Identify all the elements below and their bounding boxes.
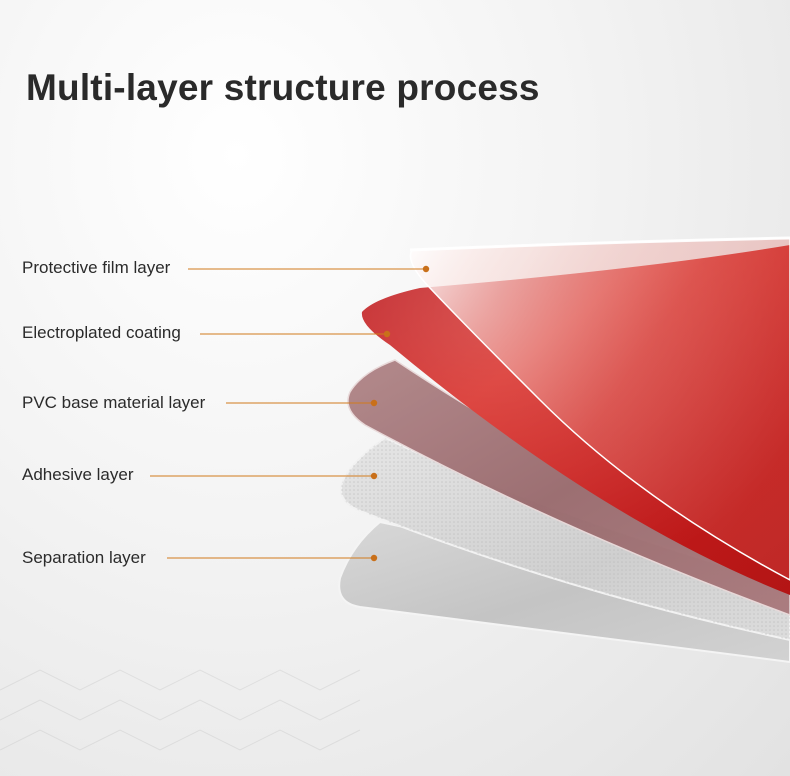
leader-dot-adhesive	[370, 472, 378, 480]
leader-lines	[150, 268, 426, 559]
label-protective-film-layer: Protective film layer	[22, 258, 171, 277]
page-title: Multi-layer structure process	[26, 67, 540, 108]
leader-dots	[370, 265, 430, 562]
hexagon-texture	[0, 669, 361, 751]
label-adhesive-layer: Adhesive layer	[22, 465, 134, 484]
label-pvc-base-material-layer: PVC base material layer	[22, 393, 206, 412]
leader-dot-protective-film	[422, 265, 430, 273]
leader-dot-separation	[370, 554, 378, 562]
label-electroplated-coating: Electroplated coating	[22, 323, 181, 342]
label-separation-layer: Separation layer	[22, 548, 146, 567]
leader-dot-electroplated	[383, 330, 391, 338]
leader-dot-pvc-base	[370, 399, 378, 407]
